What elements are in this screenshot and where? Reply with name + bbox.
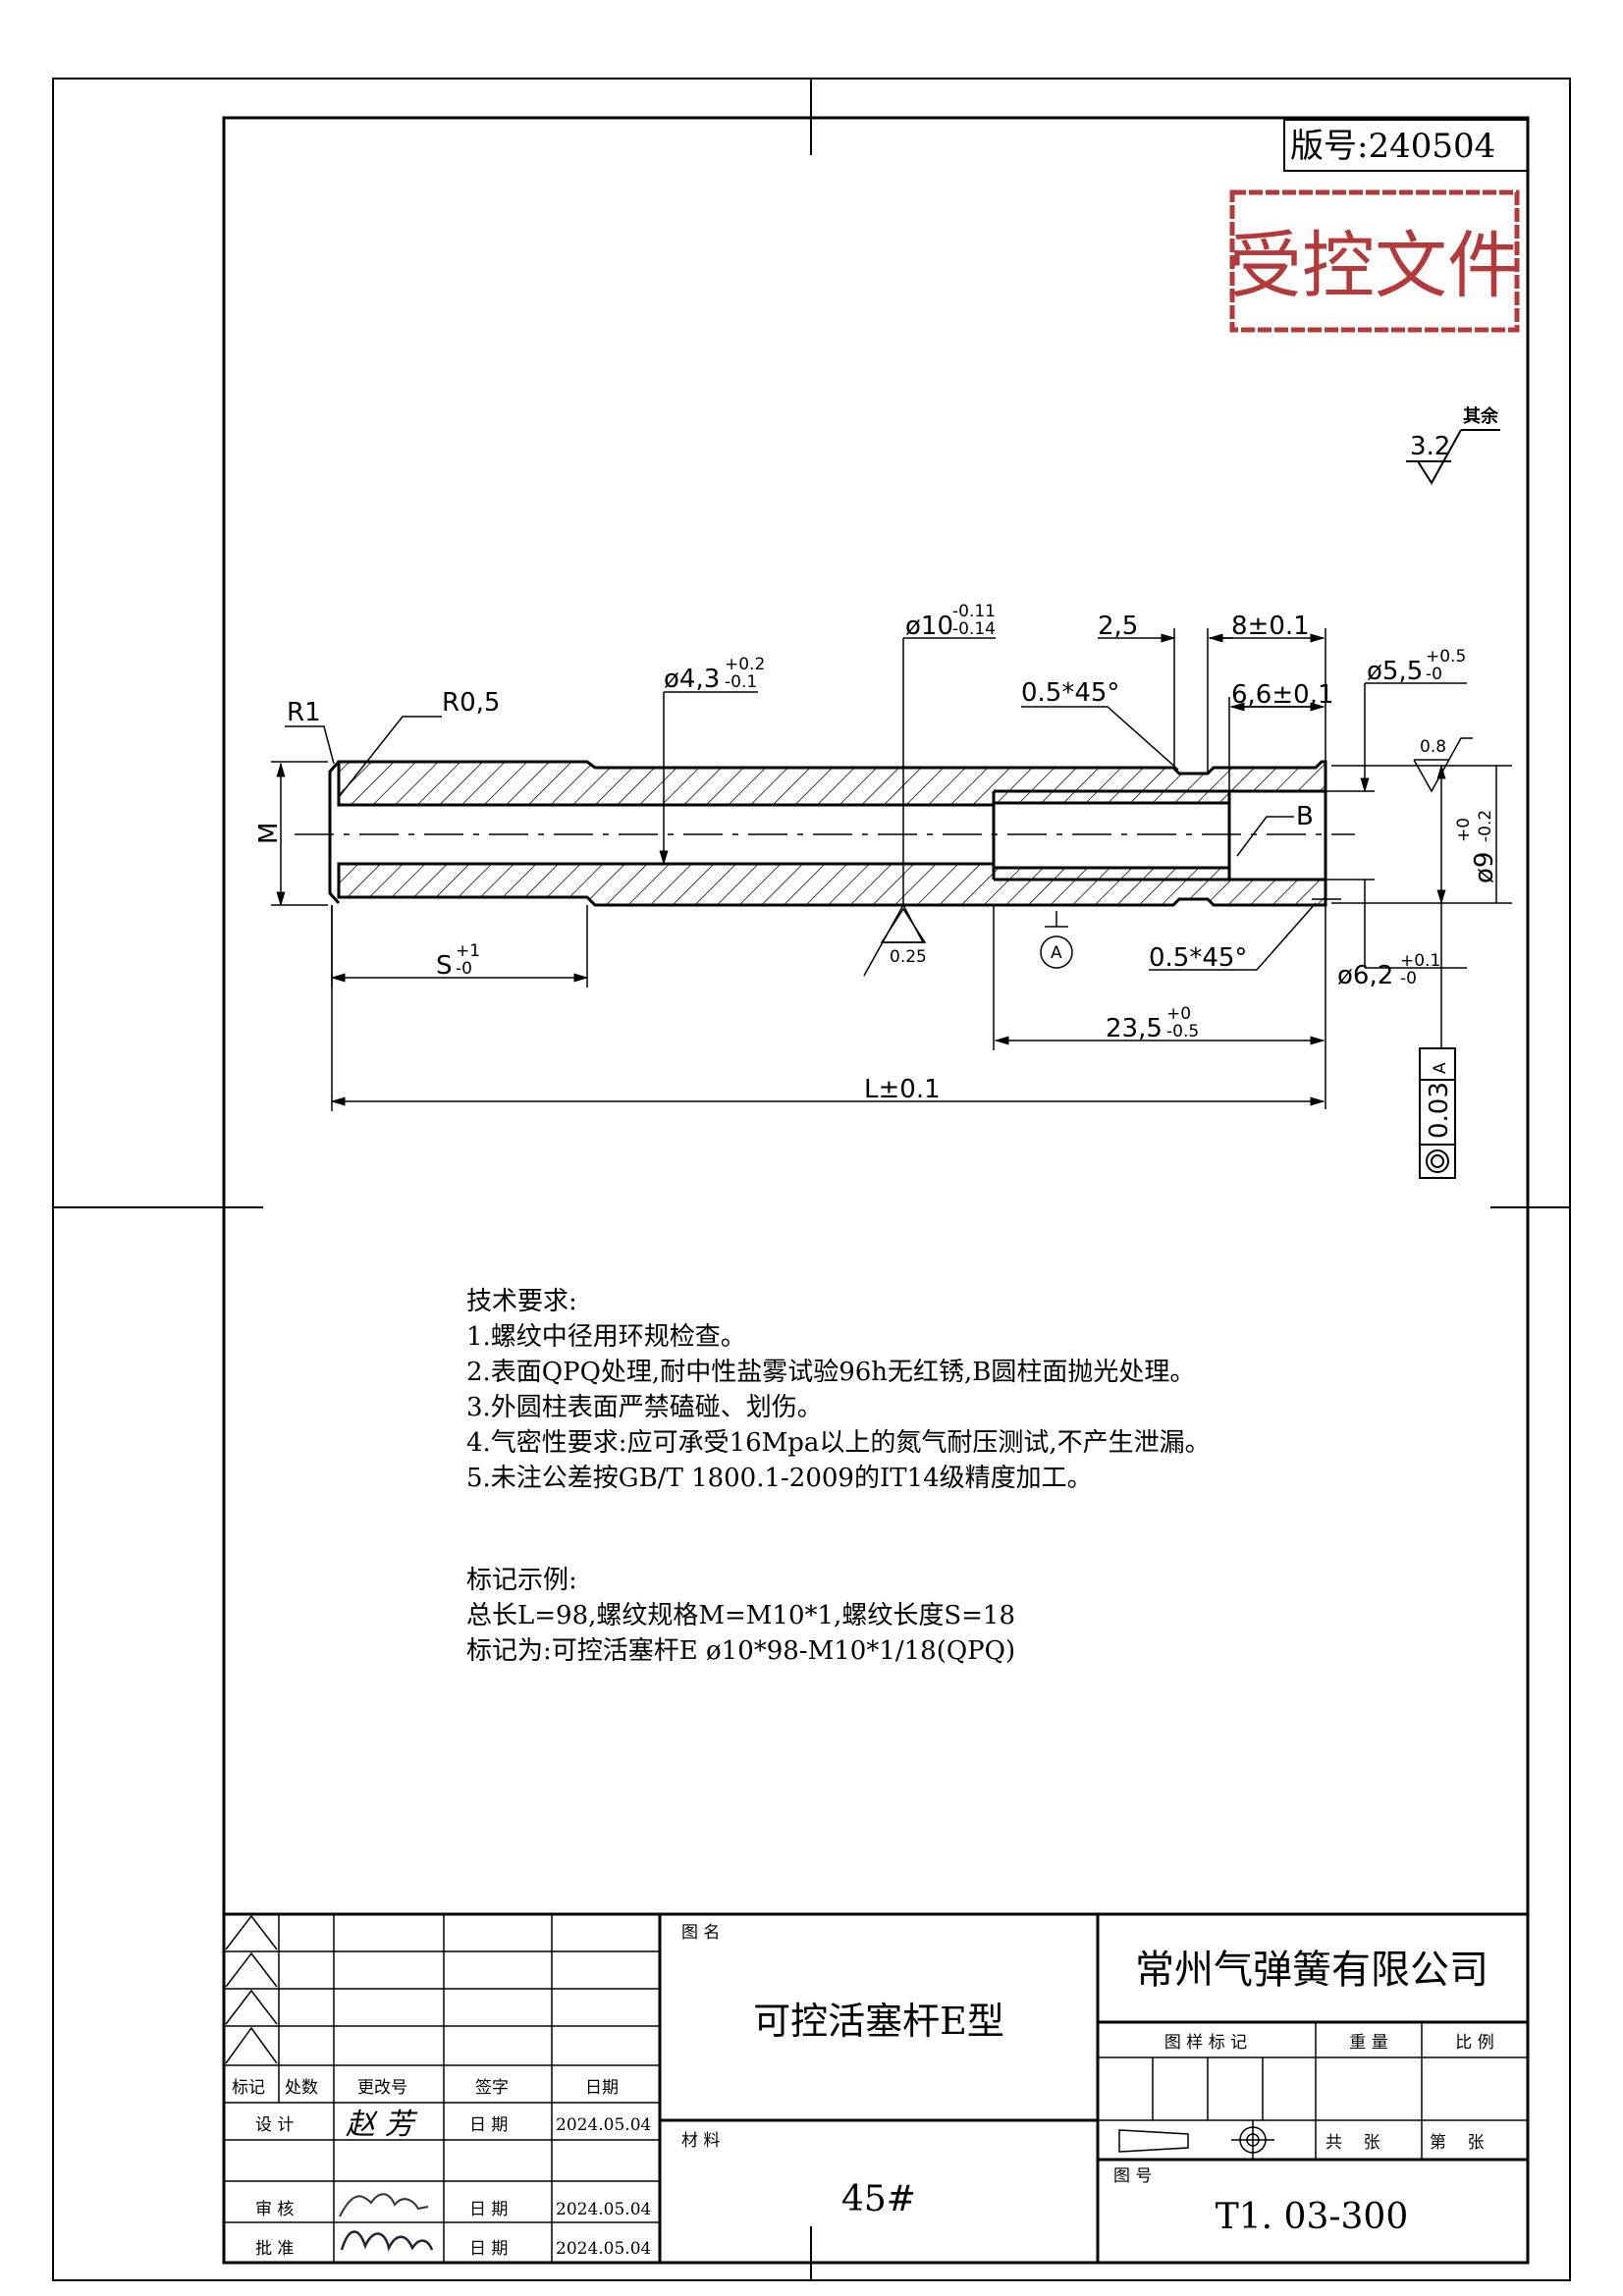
rev-header-change: 更改号	[357, 2078, 407, 2098]
dim-d62-lo: -0	[1400, 969, 1417, 988]
dim-chamfer-top: 0.5*45°	[1021, 678, 1119, 708]
rev-header-count: 处数	[285, 2078, 318, 2098]
material-label: 材 料	[681, 2131, 720, 2151]
rev-header-date: 日期	[585, 2078, 619, 2098]
projection-symbol-icon	[1118, 2120, 1274, 2160]
design-date: 2024.05.04	[556, 2115, 651, 2135]
note-item-2: 2.表面QPQ处理,耐中性盐雾试验96h无红锈,B圆柱面抛光处理。	[466, 1358, 1196, 1387]
version-label: 版号:240504	[1290, 127, 1495, 166]
lower-wall	[337, 862, 1327, 907]
title-block	[224, 1912, 1528, 2263]
dim-len235-lo: -0.5	[1166, 1022, 1199, 1041]
dim-b-label: B	[1296, 802, 1314, 831]
dim-d10-up: -0.11	[952, 602, 996, 621]
review-date: 2024.05.04	[556, 2200, 651, 2219]
rev-header-sign: 签字	[475, 2078, 509, 2098]
dim-d10-lo: -0.14	[952, 619, 996, 639]
svg-text:受控文件: 受控文件	[1229, 224, 1520, 308]
controlled-stamp: 受控文件	[1229, 189, 1520, 333]
surface-b-value: 0.8	[1420, 737, 1446, 757]
svg-text:其余: 其余	[1463, 405, 1499, 427]
dim-chamfer-bot: 0.5*45°	[1149, 943, 1247, 973]
company-name: 常州气弹簧有限公司	[1135, 1948, 1488, 1993]
drawing-no: T1. 03-300	[1216, 2197, 1409, 2237]
dim-len235-up: +0	[1166, 1004, 1191, 1024]
total-sheets-label: 共 张	[1325, 2133, 1380, 2153]
drawing-name-label: 图 名	[681, 1923, 720, 1943]
dim-s-lo: -0	[456, 959, 472, 979]
datum-a-label: A	[1051, 943, 1062, 963]
technical-requirements: 技术要求: 1.螺纹中径用环规检查。 2.表面QPQ处理,耐中性盐雾试验96h无…	[466, 1284, 1211, 1496]
dim-d9: ø9	[1470, 852, 1499, 883]
design-label: 设 计	[255, 2115, 294, 2135]
dim-d62: ø6,2	[1337, 961, 1393, 990]
review-date-label: 日 期	[469, 2200, 508, 2219]
drawing-no-label: 图 号	[1113, 2166, 1152, 2186]
sample-mark-label: 图 样 标 记	[1164, 2033, 1247, 2053]
dim-s-up: +1	[456, 941, 480, 961]
reviewer-signature	[339, 2193, 429, 2217]
dim-d62-up: +0.1	[1400, 951, 1440, 971]
note-item-4: 4.气密性要求:应可承受16Mpa以上的氮气耐压测试,不产生泄漏。	[466, 1428, 1211, 1458]
inner-border	[222, 116, 1530, 2265]
svg-text:3.2: 3.2	[1410, 432, 1450, 461]
rev-header-mark: 标记	[232, 2078, 265, 2098]
dim-d55-up: +0.5	[1426, 647, 1466, 667]
dim-d55: ø5,5	[1367, 657, 1423, 686]
example-title: 标记示例:	[466, 1566, 577, 1595]
surface-finish-general: 3.2 其余	[1406, 405, 1500, 485]
dim-d10: ø10	[905, 612, 953, 641]
surface-bore-value: 0.25	[890, 947, 927, 967]
marking-example: 标记示例: 总长L=98,螺纹规格M=M10*1,螺纹长度S=18 标记为:可控…	[466, 1563, 1015, 1669]
material-value: 45#	[841, 2179, 916, 2219]
dim-d43-up: +0.2	[725, 655, 765, 674]
dim-r1: R1	[287, 698, 321, 727]
dim-d43: ø4,3	[664, 665, 720, 694]
example-line-1: 总长L=98,螺纹规格M=M10*1,螺纹长度S=18	[466, 1601, 1016, 1630]
note-item-3: 3.外圆柱表面严禁磕碰、划伤。	[466, 1393, 823, 1422]
weight-label: 重 量	[1349, 2033, 1387, 2053]
dim-len8: 8±0.1	[1231, 612, 1310, 641]
design-date-label: 日 期	[469, 2115, 508, 2135]
designer-name: 赵 芳	[346, 2108, 418, 2142]
dim-d43-lo: -0.1	[725, 672, 757, 692]
scale-label: 比 例	[1455, 2033, 1493, 2053]
dim-r05: R0,5	[442, 688, 500, 718]
approve-date-label: 日 期	[469, 2239, 508, 2259]
dim-d9-lo: -0.2	[1476, 810, 1495, 842]
note-item-1: 1.螺纹中径用环规检查。	[466, 1322, 746, 1352]
dim-len66: 6,6±0,1	[1231, 680, 1333, 710]
approve-label: 批 准	[255, 2239, 294, 2259]
sheet-number-label: 第 张	[1430, 2133, 1485, 2153]
note-item-5: 5.未注公差按GB/T 1800.1-2009的IT14级精度加工。	[466, 1464, 1093, 1493]
dimension-lines	[271, 628, 1512, 1111]
svg-text:A: A	[1431, 1062, 1450, 1074]
tolerance-frame: A 0.03	[1419, 1047, 1456, 1179]
approver-signature	[340, 2230, 434, 2252]
part-drawing	[295, 760, 1355, 907]
dim-m: M	[254, 823, 284, 844]
version-box	[1283, 119, 1529, 172]
dim-len235: 23,5	[1106, 1014, 1163, 1043]
dim-d9-up: +0	[1454, 818, 1474, 842]
review-label: 审 核	[255, 2200, 294, 2219]
notes-title: 技术要求:	[466, 1287, 577, 1316]
dim-s: S	[436, 951, 453, 981]
example-line-2: 标记为:可控活塞杆E ø10*98-M10*1/18(QPQ)	[466, 1636, 1016, 1666]
dim-len25: 2,5	[1098, 612, 1138, 641]
dim-d55-lo: -0	[1426, 665, 1442, 684]
svg-text:0.03: 0.03	[1425, 1082, 1454, 1139]
approve-date: 2024.05.04	[556, 2239, 651, 2259]
dim-l: L±0.1	[864, 1075, 941, 1104]
drawing-name: 可控活塞杆E型	[753, 2000, 1004, 2043]
